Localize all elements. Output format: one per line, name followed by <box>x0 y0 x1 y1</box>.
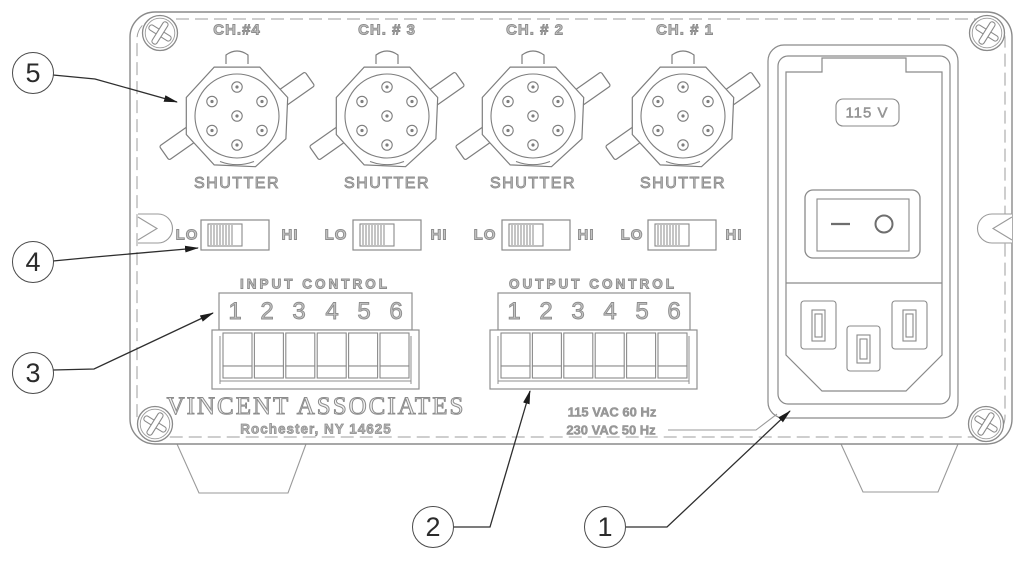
input-terminal-number: 5 <box>357 298 371 326</box>
lo-label: LO <box>473 226 497 244</box>
rating-115vac: 115 VAC 60 Hz <box>567 404 657 420</box>
output-control-block <box>489 292 698 390</box>
hi-label: HI <box>430 226 448 244</box>
leader-callout-5 <box>52 74 178 103</box>
callout-4: 4 <box>12 241 54 283</box>
callout-leader-lines <box>52 74 791 528</box>
callout-3-number: 3 <box>25 357 41 388</box>
output-terminal-number: 1 <box>507 298 521 326</box>
callout-2-number: 2 <box>425 511 441 542</box>
input-terminal-number: 1 <box>228 298 242 326</box>
company-name: VINCENT ASSOCIATES <box>166 393 466 421</box>
leader-callout-2 <box>454 390 531 528</box>
input-terminal-number: 4 <box>325 298 339 326</box>
input-control-title: INPUT CONTROL <box>240 276 390 292</box>
shutter-port-label-ch1: SHUTTER <box>639 175 727 193</box>
input-terminal-number: 2 <box>260 298 274 326</box>
screw-top-left-icon <box>141 14 179 52</box>
leader-callout-1 <box>626 410 791 528</box>
rating-230vac: 230 VAC 50 Hz <box>566 422 656 438</box>
keyhole-slot-right <box>977 213 1013 244</box>
channel-label-ch3: CH. # 3 <box>358 21 416 39</box>
output-terminal-number: 3 <box>571 298 585 326</box>
callout-2: 2 <box>412 506 454 548</box>
speed-switch-ch1 <box>647 219 717 251</box>
output-terminal-number: 2 <box>539 298 553 326</box>
voltage-selector-value: 115 V <box>845 104 889 122</box>
voltage-selector-window <box>835 98 900 127</box>
input-terminal-number: 3 <box>292 298 306 326</box>
output-control-title: OUTPUT CONTROL <box>509 276 677 292</box>
shutter-port-label-ch4: SHUTTER <box>193 175 281 193</box>
hi-label: HI <box>281 226 299 244</box>
callout-1-number: 1 <box>597 511 613 542</box>
callout-1: 1 <box>584 506 626 548</box>
screw-bottom-right-icon <box>967 405 1005 443</box>
hi-label: HI <box>725 226 743 244</box>
company-address: Rochester, NY 14625 <box>240 421 392 437</box>
shutter-port-label-ch3: SHUTTER <box>343 175 431 193</box>
channel-label-ch2: CH. # 2 <box>506 21 564 39</box>
callout-5: 5 <box>12 52 54 94</box>
output-terminal-number: 4 <box>603 298 617 326</box>
leader-callout-3 <box>52 312 214 371</box>
lo-label: LO <box>620 226 644 244</box>
output-terminal-number: 6 <box>667 298 681 326</box>
lo-label: LO <box>324 226 348 244</box>
hi-label: HI <box>577 226 595 244</box>
power-inlet-prongs <box>800 300 928 372</box>
input-control-block <box>211 292 420 390</box>
speed-switch-ch3 <box>352 219 422 251</box>
speed-switch-ch2 <box>501 219 571 251</box>
ratings-leader-line <box>668 413 778 431</box>
chassis-feet <box>176 443 959 494</box>
power-entry-module <box>767 44 959 419</box>
output-terminal-number: 5 <box>635 298 649 326</box>
input-terminal-number: 6 <box>389 298 403 326</box>
power-rocker-switch <box>804 189 921 259</box>
callout-5-number: 5 <box>25 57 41 88</box>
screw-top-right-icon <box>968 14 1006 52</box>
callout-4-number: 4 <box>25 246 41 277</box>
channel-label-ch4: CH.#4 <box>213 21 261 39</box>
leader-callout-4 <box>52 245 199 262</box>
keyhole-slot-left <box>137 213 173 244</box>
shutter-port-label-ch2: SHUTTER <box>489 175 577 193</box>
lo-label: LO <box>175 226 199 244</box>
speed-switch-ch4 <box>200 219 270 251</box>
power-off-symbol <box>874 214 894 234</box>
channel-label-ch1: CH. # 1 <box>656 21 714 39</box>
callout-3: 3 <box>12 352 54 394</box>
